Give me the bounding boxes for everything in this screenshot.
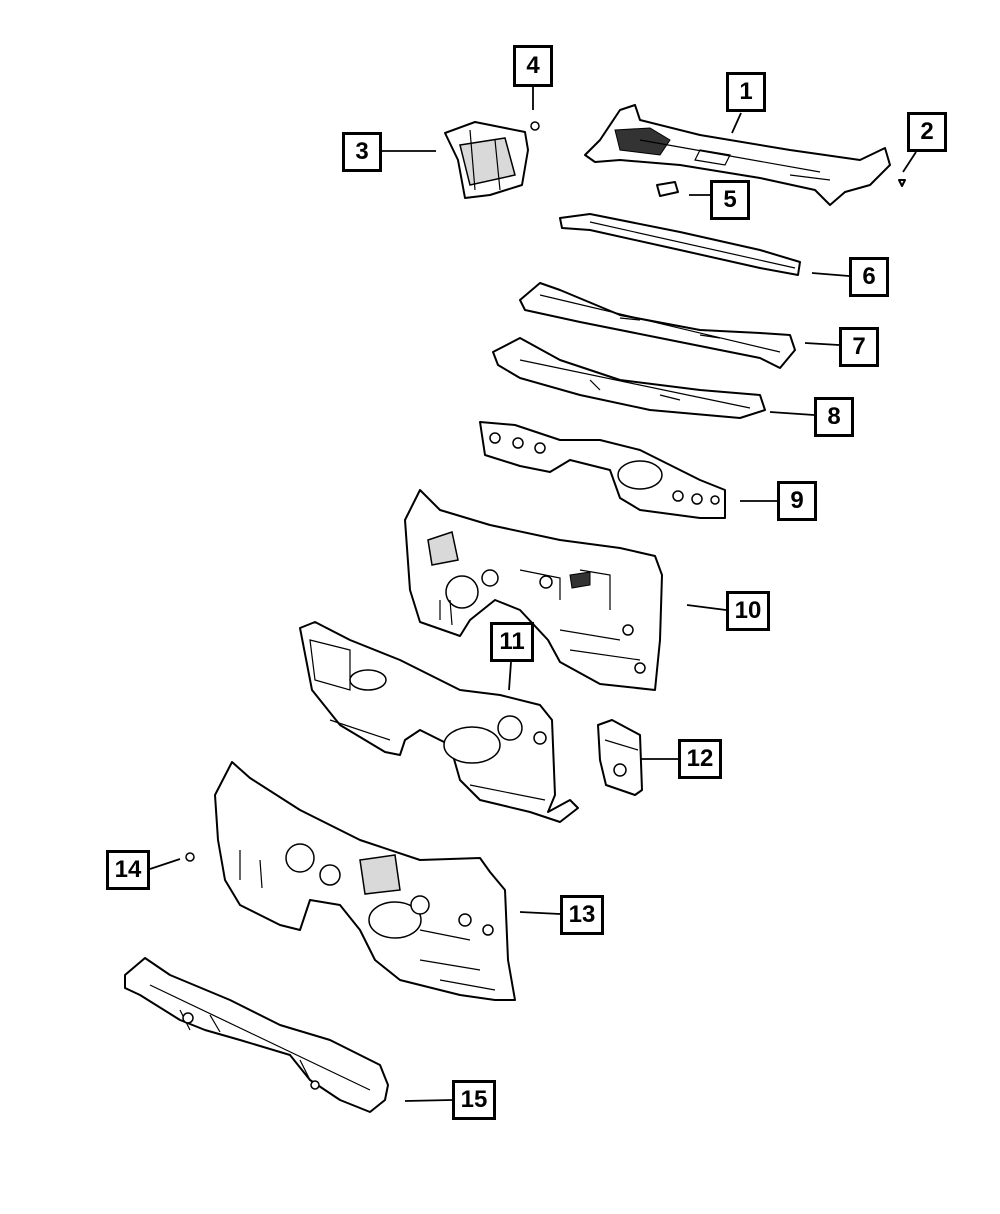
leader-6 [811,272,850,277]
part-10-dash-panel [404,489,663,691]
part-11-dash-silencer [299,621,579,823]
part-8-cowl-lower [492,337,766,419]
part-1-cowl-panel [584,104,891,206]
callout-11: 11 [490,622,534,662]
callout-12: 12 [678,739,722,779]
part-5-pad [656,181,679,197]
callout-3: 3 [342,132,382,172]
callout-9: 9 [777,481,817,521]
part-7-cowl-upper [519,282,796,369]
callout-1: 1 [726,72,766,112]
leader-14 [149,858,181,870]
part-6-reinforcement [559,213,801,276]
leader-11 [508,661,512,691]
part-13-dash-assembly [214,761,516,1001]
leader-10 [686,604,727,611]
leader-15 [404,1099,453,1102]
callout-14: 14 [106,850,150,890]
leader-8 [769,411,815,416]
part-15-cross-member [124,957,389,1113]
part-12-bracket [597,719,643,796]
part-9-plenum [479,421,726,519]
part-2-clip [898,179,906,187]
callout-5: 5 [710,180,750,220]
callout-7: 7 [839,327,879,367]
part-4-nut [530,121,540,131]
callout-13: 13 [560,895,604,935]
callout-6: 6 [849,257,889,297]
leader-lines [149,87,917,1102]
leader-7 [804,342,840,346]
part-14-nut [185,852,195,862]
leader-2 [902,151,917,173]
callout-4: 4 [513,45,553,87]
callout-15: 15 [452,1080,496,1120]
callout-8: 8 [814,397,854,437]
callout-10: 10 [726,591,770,631]
leader-1 [731,112,742,134]
callout-2: 2 [907,112,947,152]
leader-13 [519,911,561,915]
part-3-bracket [444,121,529,199]
